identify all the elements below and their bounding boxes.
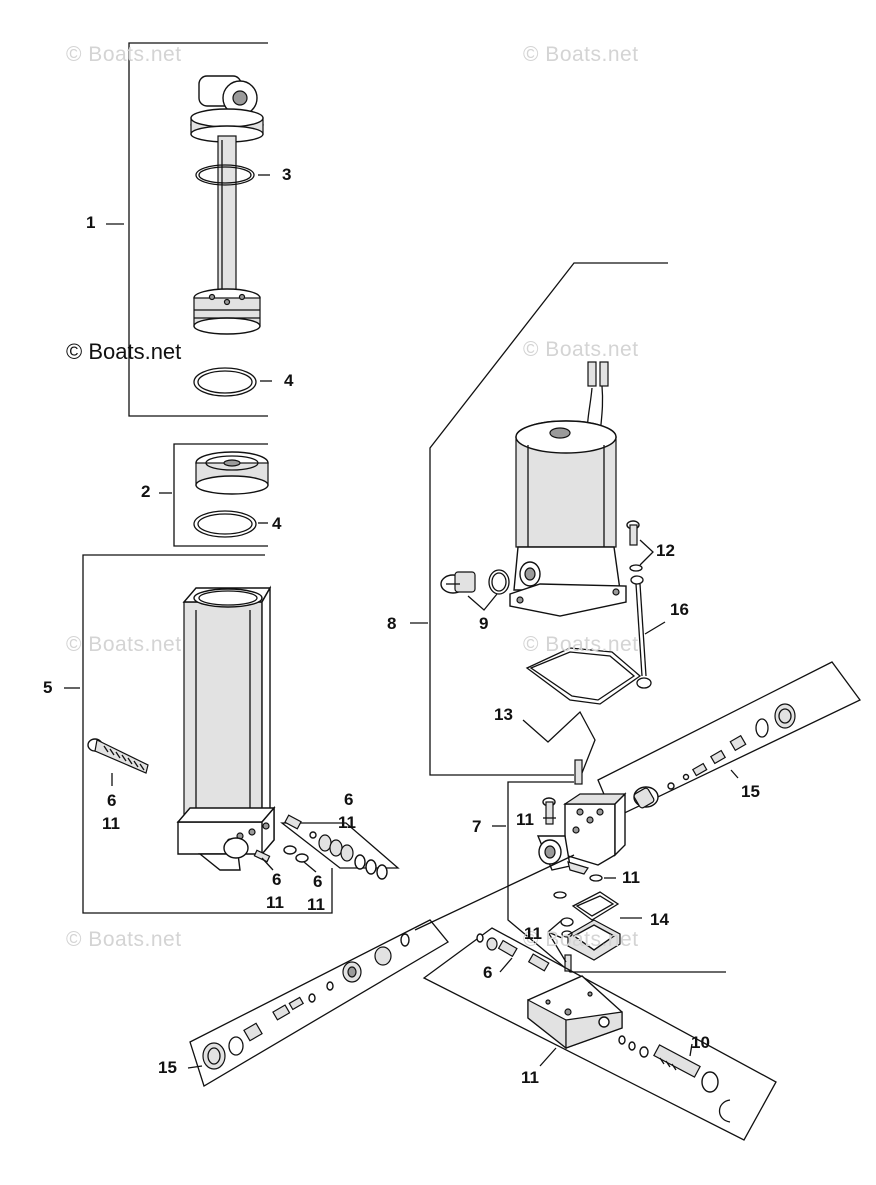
valve-kit-15-lower[interactable] xyxy=(187,919,449,1087)
callout-16: 16 xyxy=(670,600,689,619)
callout-6: 6 xyxy=(107,791,117,810)
callout-3: 3 xyxy=(282,165,292,184)
watermark-main: © Boats.net xyxy=(66,339,182,364)
watermark: © Boats.net xyxy=(523,338,639,361)
callout-4: 4 xyxy=(284,371,294,390)
callout-6: 6 xyxy=(313,872,323,891)
motor-assembly-frame xyxy=(410,262,668,776)
trim-cylinder[interactable] xyxy=(176,585,276,871)
callout-11: 11 xyxy=(102,814,120,833)
callout-5: 5 xyxy=(43,678,53,697)
callout-10: 10 xyxy=(691,1033,710,1052)
watermark: © Boats.net xyxy=(66,633,182,656)
connector-line xyxy=(414,854,575,931)
pump-body[interactable] xyxy=(536,792,627,875)
callout-9: 9 xyxy=(479,614,489,633)
ram-assembly[interactable] xyxy=(190,75,264,335)
watermark: © Boats.net xyxy=(66,43,182,66)
cylinder-base-fittings[interactable] xyxy=(253,814,400,880)
callout-15: 15 xyxy=(741,782,760,801)
watermark: © Boats.net xyxy=(523,633,639,656)
callout-2: 2 xyxy=(141,482,151,501)
pump-screw-11[interactable] xyxy=(542,797,556,825)
cylinder-cap[interactable] xyxy=(195,451,269,495)
callout-8: 8 xyxy=(387,614,397,633)
fill-plug-9[interactable] xyxy=(440,569,510,611)
o-ring-4-lower[interactable] xyxy=(193,510,268,538)
callout-6: 6 xyxy=(272,870,282,889)
gasket-13[interactable] xyxy=(522,647,642,785)
callout-14: 14 xyxy=(650,910,669,929)
o-ring-3[interactable] xyxy=(195,164,270,186)
ram-assembly-frame xyxy=(106,42,268,417)
callout-11: 11 xyxy=(338,813,356,832)
pump-washer-11[interactable] xyxy=(553,874,616,899)
callout-11: 11 xyxy=(622,868,640,887)
cylinder-assembly-frame xyxy=(64,554,333,914)
ground-strap-16[interactable] xyxy=(630,575,666,689)
callout-15: 15 xyxy=(158,1058,177,1077)
watermark: © Boats.net xyxy=(523,43,639,66)
callout-1: 1 xyxy=(86,213,96,232)
callout-6: 6 xyxy=(483,963,493,982)
check-valve-parts-6[interactable] xyxy=(476,933,550,973)
pump-motor[interactable] xyxy=(509,361,627,617)
callout-11: 11 xyxy=(524,924,542,943)
pump-assembly-frame xyxy=(492,781,726,973)
watermark: © Boats.net xyxy=(66,928,182,951)
manual-release-valve-10[interactable] xyxy=(618,1035,731,1123)
callout-11: 11 xyxy=(307,895,325,914)
callout-11: 11 xyxy=(266,893,284,912)
manifold-plate[interactable] xyxy=(422,927,777,1141)
callout-12: 12 xyxy=(656,541,675,560)
callout-4: 4 xyxy=(272,514,282,533)
screw-12[interactable] xyxy=(626,520,654,572)
callout-6: 6 xyxy=(344,790,354,809)
valve-kit-15-upper[interactable] xyxy=(597,661,861,819)
watermark: © Boats.net xyxy=(523,928,639,951)
callout-13: 13 xyxy=(494,705,513,724)
callout-7: 7 xyxy=(472,817,482,836)
cylinder-bolt[interactable] xyxy=(87,738,149,786)
cap-assembly-frame xyxy=(159,443,268,547)
callout-11: 11 xyxy=(521,1068,539,1087)
filter-cover-14[interactable] xyxy=(547,891,642,972)
o-ring-4-upper[interactable] xyxy=(193,367,272,397)
callout-11: 11 xyxy=(516,810,534,829)
